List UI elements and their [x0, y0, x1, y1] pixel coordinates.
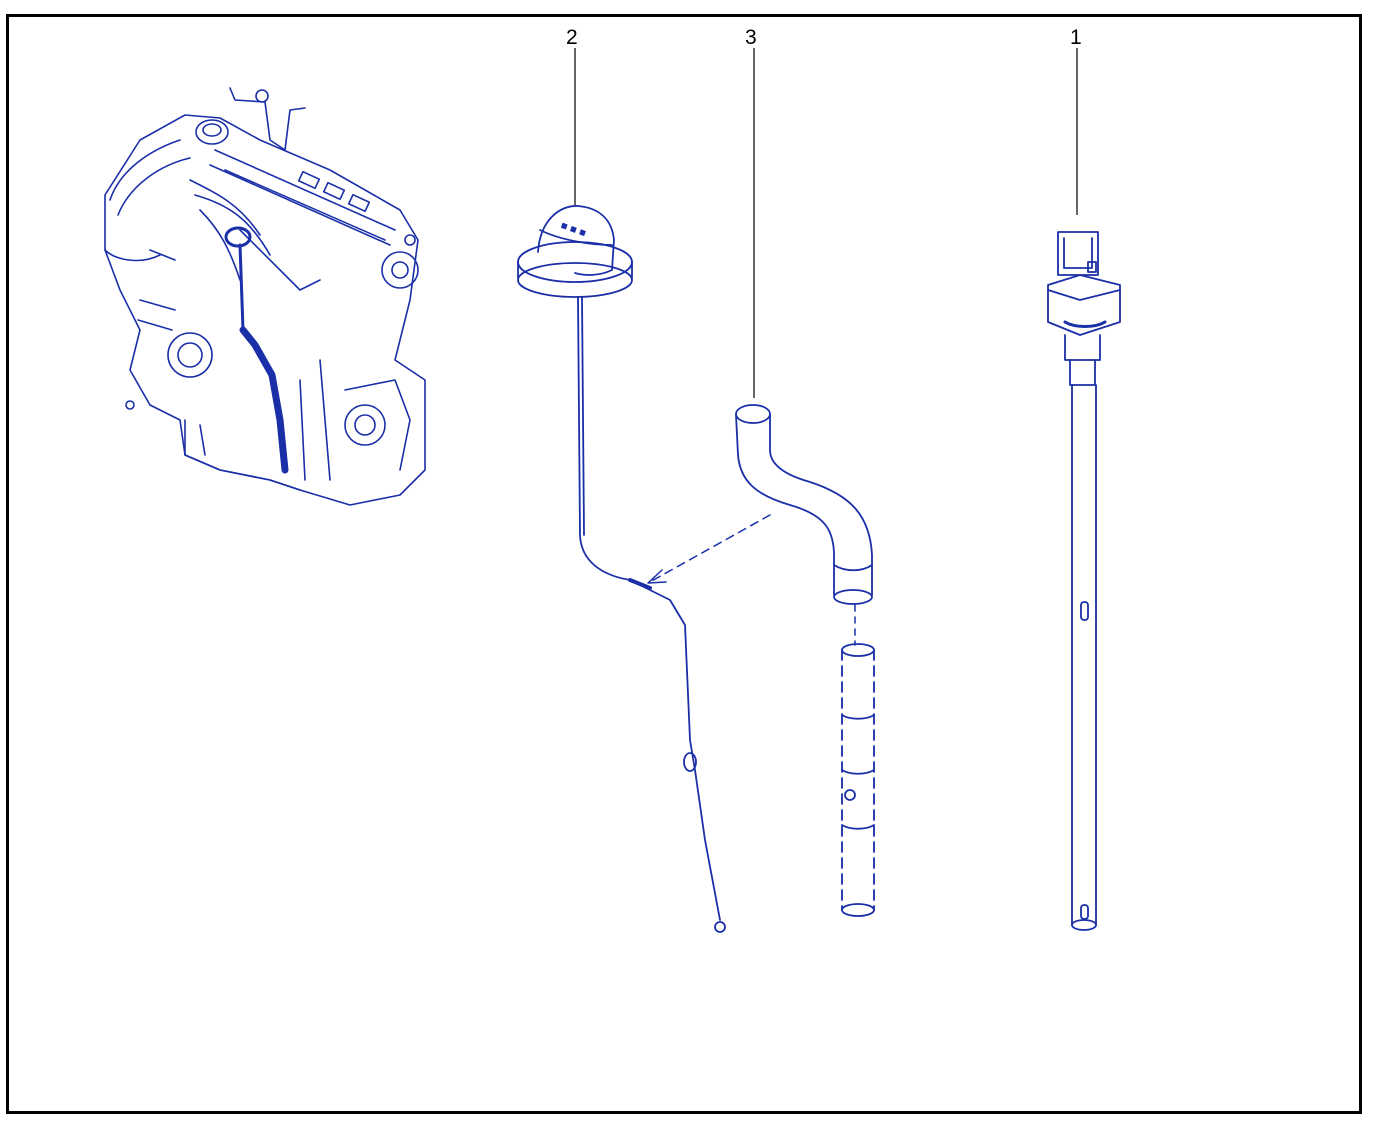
callout-2: 2 — [566, 26, 578, 205]
engine-illustration — [104, 87, 426, 506]
callout-number-1: 1 — [1070, 26, 1082, 49]
svg-text:■ ■ ■: ■ ■ ■ — [559, 220, 588, 240]
engine-dipstick-highlight — [224, 226, 289, 474]
dipstick-illustration: ■ ■ ■ — [517, 205, 726, 933]
drawing-frame — [6, 14, 1362, 1114]
callout-3: 3 — [745, 26, 757, 398]
tube-hose-illustration — [647, 404, 875, 917]
callout-number-2: 2 — [566, 26, 578, 49]
callout-number-3: 3 — [745, 26, 757, 49]
guide-tube-illustration — [1047, 231, 1121, 931]
callout-1: 1 — [1070, 26, 1082, 215]
